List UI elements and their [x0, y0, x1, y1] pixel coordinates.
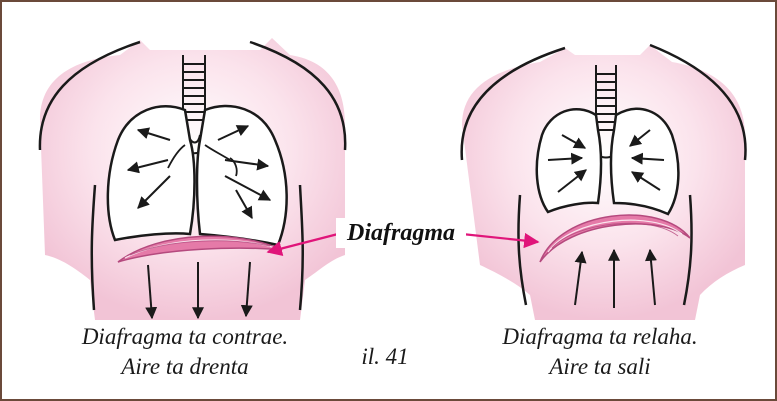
right-torso-figure [462, 45, 746, 320]
caption-left-line2: Aire ta drenta [40, 352, 330, 382]
caption-right-line2: Aire ta sali [455, 352, 745, 382]
caption-right: Diafragma ta relaha. Aire ta sali [455, 322, 745, 382]
figure-number: il. 41 [330, 344, 440, 370]
diaphragm-label: Diafragma [336, 218, 466, 248]
caption-left-line1: Diafragma ta contrae. [40, 322, 330, 352]
caption-left: Diafragma ta contrae. Aire ta drenta [40, 322, 330, 382]
left-torso-figure [40, 38, 345, 320]
caption-right-line1: Diafragma ta relaha. [455, 322, 745, 352]
right-figure-lung-left [537, 109, 601, 212]
right-torso-shape [462, 45, 745, 320]
